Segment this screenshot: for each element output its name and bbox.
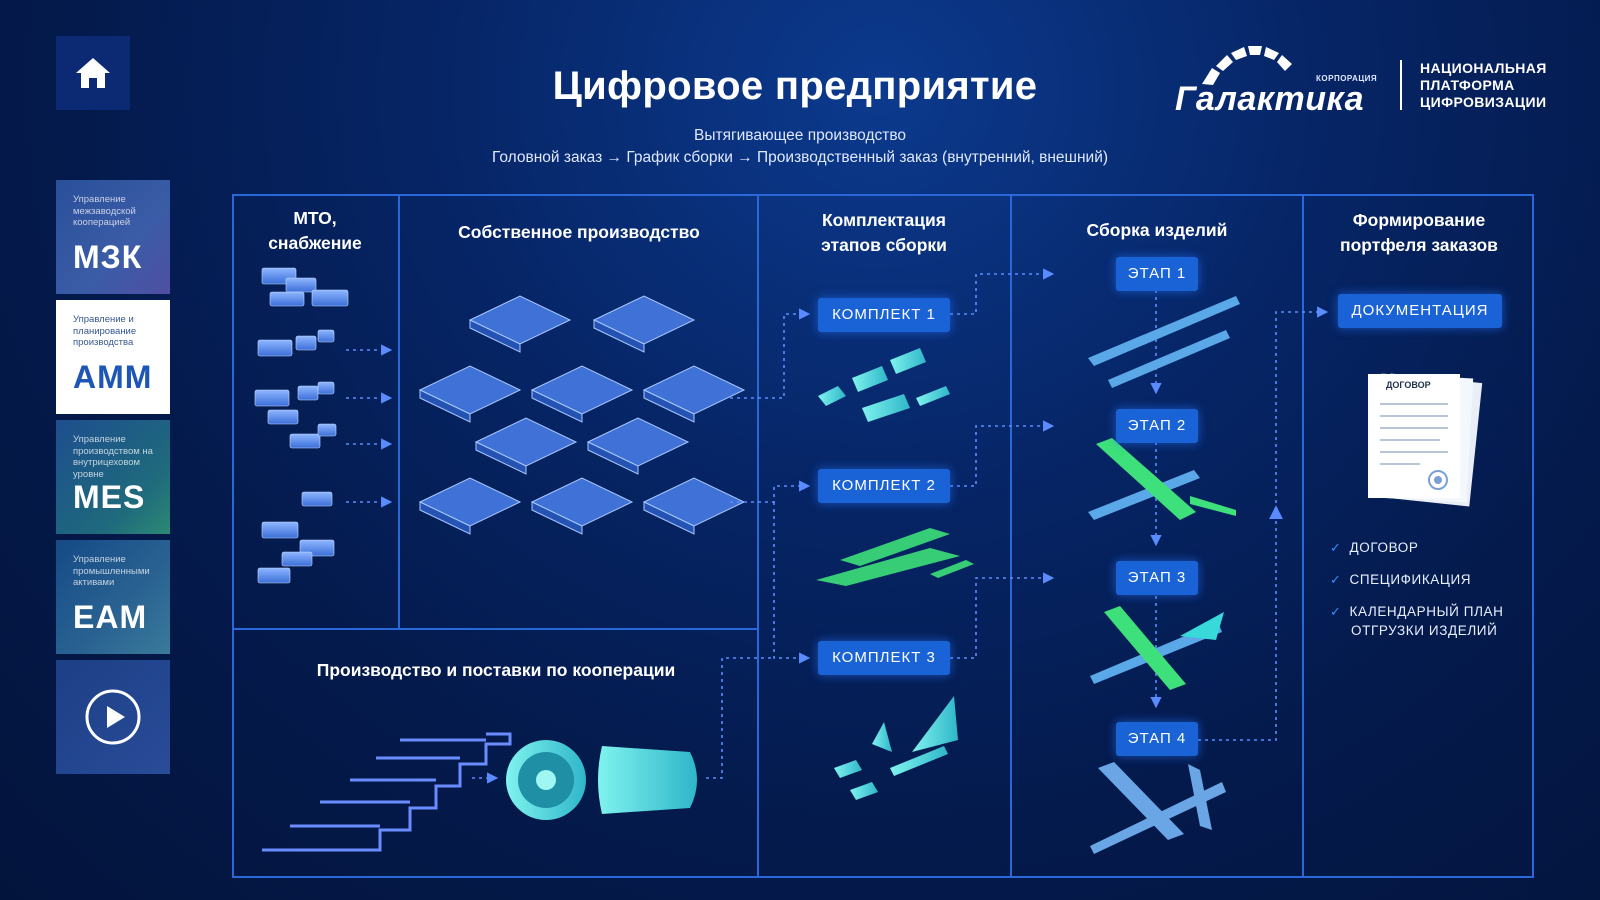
- stage-2-pill[interactable]: ЭТАП 2: [1116, 409, 1198, 443]
- module-mzk-subtitle: Управление межзаводской кооперацией: [73, 194, 136, 228]
- doc-item-contract: ДОГОВОР: [1349, 540, 1419, 555]
- check-icon: ✓: [1330, 604, 1342, 619]
- logo-tagline-1: НАЦИОНАЛЬНАЯ: [1420, 60, 1547, 76]
- aircraft-stage-4-icon: [1090, 762, 1226, 854]
- logo-name: Галактика: [1175, 80, 1365, 118]
- stage-1-pill[interactable]: ЭТАП 1: [1116, 257, 1198, 291]
- play-icon: [85, 689, 141, 745]
- doc-list-item: ✓ ДОГОВОР: [1330, 538, 1418, 557]
- contract-document-icon: [1368, 373, 1483, 507]
- kit-3-pill[interactable]: КОМПЛЕКТ 3: [818, 641, 950, 675]
- kit-2-pill[interactable]: КОМПЛЕКТ 2: [818, 469, 950, 503]
- module-mes-code: MES: [73, 479, 146, 515]
- aircraft-stage-1-icon: [1088, 296, 1240, 388]
- contract-document-label: ДОГОВОР: [1386, 380, 1431, 390]
- module-mes-subtitle: Управление производством на внутрицехово…: [73, 434, 153, 480]
- factory-icon: [418, 295, 746, 535]
- kit-1-pill[interactable]: КОМПЛЕКТ 1: [818, 298, 950, 332]
- column-kitting-line-2: этапов сборки: [821, 235, 947, 255]
- column-kitting: Комплектация этапов сборки: [764, 208, 1004, 258]
- divider: [1302, 194, 1304, 878]
- doc-item-specification: СПЕЦИФИКАЦИЯ: [1349, 572, 1472, 587]
- doc-list-item: ✓ СПЕЦИФИКАЦИЯ: [1330, 570, 1471, 589]
- module-eam-code: EAM: [73, 599, 148, 635]
- galaktika-logo-arc: [1202, 46, 1292, 85]
- check-icon: ✓: [1330, 572, 1342, 587]
- logo-tagline-3: ЦИФРОВИЗАЦИИ: [1420, 94, 1547, 110]
- home-button[interactable]: [56, 36, 130, 110]
- aircraft-stage-2-icon: [1088, 438, 1236, 520]
- module-mzk-code: МЗК: [73, 239, 143, 275]
- logo-tagline-2: ПЛАТФОРМА: [1420, 77, 1515, 93]
- stage-4-pill[interactable]: ЭТАП 4: [1116, 722, 1198, 756]
- column-cooperation: Производство и поставки по кооперации: [316, 660, 676, 680]
- play-button[interactable]: [56, 660, 170, 774]
- fuselage-parts-icon: [818, 348, 950, 422]
- supply-ladder-icon: [262, 732, 512, 852]
- diagram-frame: [232, 194, 1534, 878]
- column-assembly: Сборка изделий: [1086, 220, 1228, 240]
- order-flow: Головной заказ → График сборки → Произво…: [491, 149, 1109, 166]
- engine-icon: [506, 740, 697, 820]
- aircraft-stage-3-icon: [1090, 606, 1224, 690]
- column-portfolio-line-2: портфеля заказов: [1340, 235, 1498, 255]
- module-amm-code: АММ: [73, 359, 153, 395]
- divider: [1010, 194, 1012, 878]
- trucks-icon: [254, 267, 349, 584]
- logo-corp: КОРПОРАЦИЯ: [1316, 74, 1378, 83]
- module-mzk[interactable]: Управление межзаводской кооперацией МЗК: [56, 180, 170, 294]
- module-eam-subtitle: Управление промышленными активами: [73, 554, 150, 588]
- page-title: Цифровое предприятие: [552, 64, 1038, 108]
- doc-list-item: ✓ КАЛЕНДАРНЫЙ ПЛАН ОТГРУЗКИ ИЗДЕЛИЙ: [1330, 602, 1504, 640]
- column-own-production: Собственное производство: [458, 222, 700, 242]
- logo-tagline: НАЦИОНАЛЬНАЯ ПЛАТФОРМА ЦИФРОВИЗАЦИИ: [1420, 60, 1547, 111]
- documentation-button[interactable]: ДОКУМЕНТАЦИЯ: [1338, 294, 1502, 328]
- column-mto-line-2: снабжение: [268, 233, 362, 253]
- check-icon: ✓: [1330, 540, 1342, 555]
- column-portfolio: Формирование портфеля заказов: [1306, 208, 1532, 258]
- doc-item-schedule-line-2: ОТГРУЗКИ ИЗДЕЛИЙ: [1351, 623, 1498, 638]
- divider: [232, 628, 758, 630]
- column-mto-line-1: МТО,: [293, 208, 337, 228]
- module-amm-subtitle: Управление и планирование производства: [73, 314, 137, 348]
- divider: [398, 194, 400, 630]
- module-eam[interactable]: Управление промышленными активами EAM: [56, 540, 170, 654]
- column-kitting-line-1: Комплектация: [821, 210, 947, 230]
- logo-separator: [1400, 60, 1402, 110]
- module-amm[interactable]: Управление и планирование производства А…: [56, 300, 170, 414]
- module-mes[interactable]: Управление производством на внутрицехово…: [56, 420, 170, 534]
- doc-item-schedule: КАЛЕНДАРНЫЙ ПЛАН: [1349, 604, 1504, 619]
- home-icon: [76, 58, 110, 88]
- wing-parts-icon: [816, 528, 974, 586]
- stage-3-pill[interactable]: ЭТАП 3: [1116, 561, 1198, 595]
- tail-parts-icon: [834, 696, 958, 800]
- page-subtitle: Вытягивающее производство: [693, 127, 907, 144]
- column-portfolio-line-1: Формирование: [1352, 210, 1486, 230]
- column-mto: МТО, снабжение: [240, 206, 390, 256]
- divider: [757, 194, 759, 878]
